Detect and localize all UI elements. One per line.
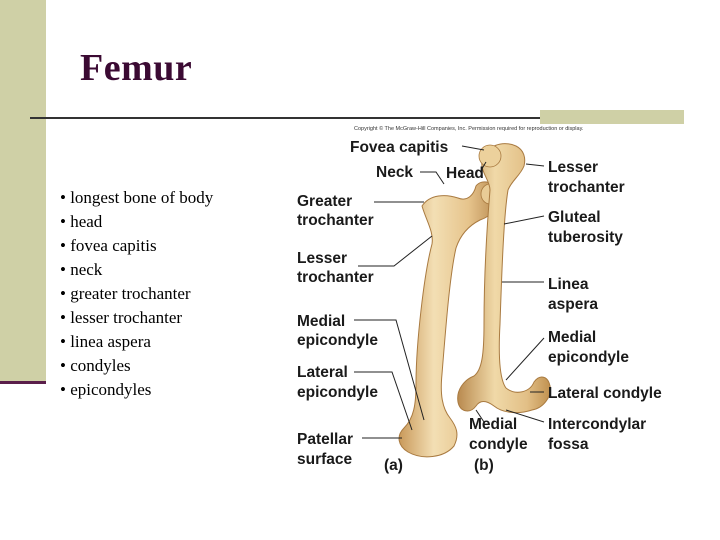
femur-anterior-shape [398,181,499,458]
bullet-item: fovea capitis [60,234,213,258]
label-lateral-condyle: Lateral condyle [548,385,662,402]
slide-title: Femur [80,47,193,89]
bullet-item: linea aspera [60,330,213,354]
leader-fovea [461,145,485,151]
label-intercondylar-fossa-line1: Intercondylar [548,416,646,433]
label-medial-epicondyle-a-line2: epicondyle [297,332,378,349]
copyright-note: Copyright © The McGraw-Hill Companies, I… [354,125,584,132]
label-neck: Neck [376,164,413,181]
bullet-item: condyles [60,354,213,378]
leader-gluteal-tuberosity [503,215,545,225]
leader-lateral-epicondyle [354,371,413,431]
bullet-item: epicondyles [60,378,213,402]
leader-medial-epicondyle-a [354,319,425,421]
label-medial-condyle-line1: Medial [469,416,517,433]
label-head: Head [446,165,484,182]
label-lesser-trochanter-b-line1: Lesser [548,159,598,176]
label-lesser-trochanter-b-line2: trochanter [548,179,625,196]
label-patellar-surface-line1: Patellar [297,431,353,448]
bullet-item: lesser trochanter [60,306,213,330]
label-medial-epicondyle-b-line1: Medial [548,329,596,346]
label-patellar-surface-line2: surface [297,451,353,468]
label-intercondylar-fossa-line2: fossa [548,436,589,453]
label-medial-condyle-line2: condyle [469,436,528,453]
leader-intercondylar-fossa [505,409,545,423]
label-gluteal-tuberosity-line2: tuberosity [548,229,623,246]
label-greater-trochanter-line1: Greater [297,193,352,210]
label-gluteal-tuberosity-line1: Gluteal [548,209,601,226]
label-lateral-epicondyle-line1: Lateral [297,364,348,381]
leader-head [479,161,487,173]
leader-medial-condyle [475,409,485,423]
leader-lesser-trochanter-b [525,163,545,167]
label-view-b: (b) [474,457,494,474]
label-view-a: (a) [384,457,403,474]
sidebar-bottom-rule [0,381,46,384]
sidebar-strip [0,0,46,382]
leader-neck [420,171,445,185]
femur-figure: Copyright © The McGraw-Hill Companies, I… [254,124,720,476]
bullet-item: head [60,210,213,234]
label-lesser-trochanter-a-line1: Lesser [297,250,347,267]
label-greater-trochanter-line2: trochanter [297,212,374,229]
label-lateral-epicondyle-line2: epicondyle [297,384,378,401]
label-medial-epicondyle-a-line1: Medial [297,313,345,330]
leader-medial-epicondyle-b [505,337,545,381]
femoral-head-b [478,144,502,168]
label-fovea-capitis: Fovea capitis [350,139,448,156]
femur-illustration: Copyright © The McGraw-Hill Companies, I… [297,125,662,474]
label-medial-epicondyle-b-line2: epicondyle [548,349,629,366]
leader-lesser-trochanter-a [358,235,433,267]
accent-block [540,110,684,126]
label-linea-aspera-line2: aspera [548,296,598,313]
label-linea-aspera-line1: Linea [548,276,589,293]
femur-posterior-shape [457,143,551,414]
title-rule [30,117,684,119]
bullet-item: greater trochanter [60,282,213,306]
label-lesser-trochanter-a-line2: trochanter [297,269,374,286]
bullet-item: longest bone of body [60,186,213,210]
bullet-list: longest bone of body head fovea capitis … [60,186,213,402]
bullet-item: neck [60,258,213,282]
